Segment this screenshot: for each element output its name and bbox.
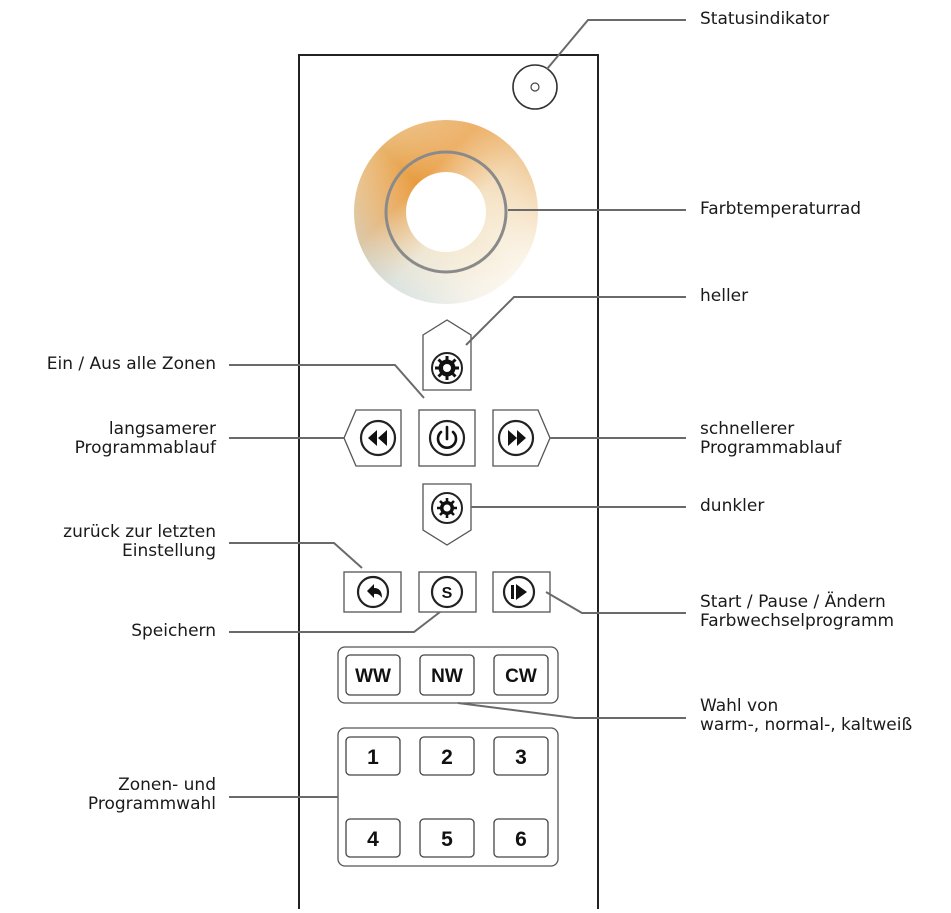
leader-onoff: [229, 364, 425, 399]
zone-4-button[interactable]: 4: [345, 818, 401, 858]
leader-save: [229, 611, 441, 633]
zone-3-label: 3: [515, 746, 527, 769]
callout-back-line1: zurück zur letzten: [63, 522, 216, 542]
zone-3-button[interactable]: 3: [493, 736, 549, 776]
back-arrow-icon: [367, 584, 382, 598]
callout-zones: Zonen- und Programmwahl: [88, 776, 216, 814]
color-temperature-wheel[interactable]: [354, 120, 538, 304]
zone-1-label: 1: [367, 746, 379, 769]
leader-back: [229, 542, 363, 569]
zone-6-button[interactable]: 6: [493, 818, 549, 858]
zone-2-button[interactable]: 2: [419, 736, 475, 776]
callout-start: Start / Pause / Ändern Farbwechselprogra…: [700, 593, 894, 631]
sun-large-icon: [435, 356, 459, 380]
leader-start: [545, 591, 686, 614]
callout-back: zurück zur letzten Einstellung: [63, 523, 216, 561]
power-icon: [436, 425, 458, 449]
zone-2-label: 2: [441, 746, 453, 769]
callout-slower-line1: langsamerer: [108, 419, 216, 439]
callout-darker-text: dunkler: [700, 496, 765, 516]
callout-status: Statusindikator: [700, 10, 829, 29]
callout-faster: schnellerer Programmablauf: [700, 420, 841, 458]
save-button-label: S: [442, 585, 453, 602]
callout-white: Wahl von warm-, normal-, kaltweiß: [700, 697, 912, 735]
play-pause-icon: [511, 584, 527, 600]
zone-5-label: 5: [441, 828, 453, 851]
sun-small-icon: [437, 498, 457, 518]
callout-back-line2: Einstellung: [121, 541, 216, 561]
callout-onoff: Ein / Aus alle Zonen: [47, 355, 216, 374]
faster-button[interactable]: [492, 409, 551, 467]
callout-save-text: Speichern: [131, 621, 216, 641]
nw-button[interactable]: NW: [419, 654, 475, 696]
slower-button[interactable]: [343, 409, 402, 467]
callout-zones-line1: Zonen- und: [118, 775, 216, 795]
callout-save: Speichern: [131, 622, 216, 641]
zone-6-label: 6: [515, 828, 527, 851]
callout-start-line1: Start / Pause / Ändern: [700, 592, 886, 612]
back-button[interactable]: [343, 571, 402, 613]
callout-white-line2: warm-, normal-, kaltweiß: [700, 715, 913, 735]
nw-label: NW: [431, 666, 463, 687]
power-button[interactable]: [418, 409, 476, 467]
leader-white: [457, 702, 686, 719]
leader-status: [546, 19, 686, 70]
fast-forward-icon: [508, 430, 526, 446]
callout-wheel-text: Farbtemperaturrad: [700, 199, 862, 219]
callout-wheel: Farbtemperaturrad: [700, 200, 861, 219]
callout-brighter: heller: [700, 287, 748, 306]
callout-zones-line2: Programmwahl: [87, 794, 216, 814]
callout-darker: dunkler: [700, 497, 764, 516]
ww-label: WW: [355, 666, 391, 687]
brighter-button[interactable]: [422, 319, 472, 391]
callout-start-line2: Farbwechselprogramm: [700, 611, 895, 631]
callout-onoff-text: Ein / Aus alle Zonen: [46, 354, 216, 374]
zone-4-label: 4: [367, 828, 379, 851]
callout-brighter-text: heller: [700, 286, 749, 306]
callout-white-line1: Wahl von: [700, 696, 779, 716]
callout-faster-line2: Programmablauf: [700, 438, 842, 458]
status-led-icon: [512, 64, 558, 110]
play-pause-button[interactable]: [492, 571, 551, 613]
callout-slower: langsamerer Programmablauf: [75, 420, 216, 458]
ww-button[interactable]: WW: [345, 654, 401, 696]
callout-status-text: Statusindikator: [700, 9, 830, 29]
save-button[interactable]: S: [418, 571, 477, 613]
rewind-icon: [368, 430, 387, 446]
zone-1-button[interactable]: 1: [345, 736, 401, 776]
callout-faster-line1: schnellerer: [700, 419, 795, 439]
leader-brighter: [465, 296, 686, 346]
cw-button[interactable]: CW: [493, 654, 549, 696]
cw-label: CW: [505, 666, 537, 687]
darker-button[interactable]: [422, 483, 472, 546]
zone-5-button[interactable]: 5: [419, 818, 475, 858]
callout-slower-line2: Programmablauf: [74, 438, 216, 458]
